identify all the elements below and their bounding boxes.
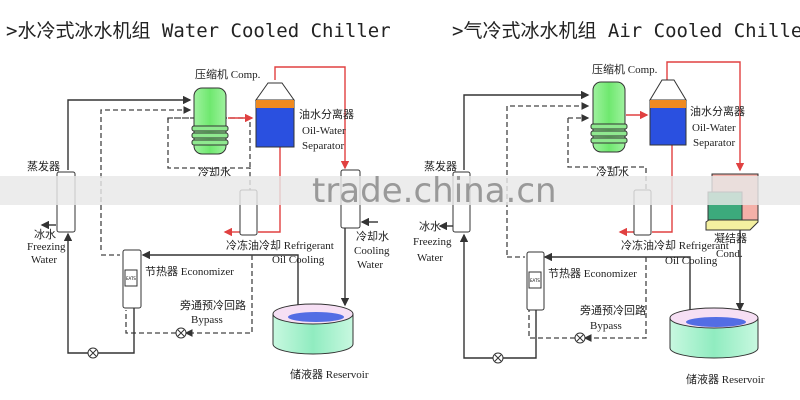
bypass-valve-air	[574, 332, 586, 344]
separator-label-en2-air: Separator	[693, 137, 735, 149]
watermark: trade.china.cn	[312, 171, 557, 211]
separator-label-cn: 油水分离器	[299, 107, 354, 121]
evaporator-label: 蒸发器	[27, 159, 60, 173]
cooling-water-top-label: 冷却水	[198, 166, 231, 179]
condenser-label-en: Cond.	[716, 248, 743, 260]
bypass-label-cn-air: 旁通预冷回路	[580, 303, 646, 317]
oil-cooling-label-1: 冷冻油冷却 Refrigerant	[226, 238, 334, 252]
expansion-line	[68, 234, 135, 354]
oil-return-line-air	[620, 145, 673, 232]
cooling-label-en2: Water	[357, 259, 383, 271]
evaporator-label-air: 蒸发器	[424, 159, 457, 173]
watermark-band	[0, 176, 800, 205]
air-cooled-panel: 压缩机 Comp. 油水分离器 Oil-Water Separator 蒸发器 …	[413, 61, 765, 386]
liquid-line	[141, 250, 299, 305]
compressor	[191, 87, 229, 155]
bypass-label-en: Bypass	[191, 314, 223, 326]
liquid-line-air	[543, 252, 691, 312]
reservoir-air	[669, 307, 759, 359]
condenser-label-cn: 凝结器	[714, 231, 747, 245]
separator-label-en1-air: Oil-Water	[692, 122, 736, 134]
economizer-vapor-line	[100, 106, 192, 250]
compressor-air	[590, 81, 628, 153]
economizer-badge-air: EATS	[530, 278, 540, 283]
expansion-line-air	[464, 235, 537, 359]
compressor-label: 压缩机 Comp.	[195, 67, 261, 81]
economizer-vapor-line-air	[506, 102, 590, 255]
separator-label-en1: Oil-Water	[302, 125, 346, 137]
reservoir-label: 储液器 Reservoir	[290, 367, 369, 381]
freezing-label-en1: Freezing	[27, 241, 66, 253]
bypass-label-en-air: Bypass	[590, 320, 622, 332]
freezing-label-en2: Water	[31, 254, 57, 266]
bypass-label-cn: 旁通预冷回路	[180, 298, 246, 312]
freezing-label-cn-air: 冰水	[419, 220, 441, 233]
air-cooled-title: >气冷式冰水机组 Air Cooled Chiller	[452, 20, 800, 42]
economizer-badge: EATS	[126, 276, 136, 281]
economizer-air: EATS	[526, 251, 545, 311]
freezing-label-en2-air: Water	[417, 252, 443, 264]
bypass-line-air	[583, 257, 647, 342]
suction-line	[67, 95, 192, 170]
economizer-label: 节热器 Economizer	[145, 265, 234, 278]
freezing-label-en1-air: Freezing	[413, 236, 452, 248]
hot-gas-line-air	[666, 61, 745, 172]
oil-water-separator-air	[649, 79, 687, 146]
oil-cooling-label-2-air: Oil Cooling	[665, 255, 718, 267]
expansion-valve-air	[492, 352, 504, 364]
cooling-label-en1: Cooling	[354, 245, 390, 257]
economizer-label-air: 节热器 Economizer	[548, 267, 637, 280]
oil-water-separator	[255, 82, 295, 148]
water-cooled-title: >水冷式冰水机组 Water Cooled Chiller	[6, 20, 391, 42]
bypass-line	[184, 255, 253, 337]
expansion-valve	[87, 347, 99, 359]
oil-return-line	[258, 147, 281, 233]
compressor-label-air: 压缩机 Comp.	[592, 62, 658, 76]
water-cooled-panel: 压缩机 Comp. 油水分离器 Oil-Water Separator 蒸发器 …	[27, 66, 390, 381]
reservoir	[272, 303, 354, 355]
freezing-label-cn: 冰水	[34, 228, 56, 241]
hot-gas-line	[274, 66, 350, 170]
reservoir-label-air: 储液器 Reservoir	[686, 372, 765, 386]
suction-line-air	[463, 90, 590, 170]
cooling-water-loop-2	[167, 118, 251, 190]
cooling-water-top-label-air: 冷却水	[596, 166, 629, 179]
oil-cooling-label-2: Oil Cooling	[272, 254, 325, 266]
bypass-valve	[175, 327, 187, 339]
cooling-label-cn: 冷却水	[356, 230, 389, 243]
bypass-return	[125, 310, 176, 334]
separator-label-en2: Separator	[302, 140, 344, 152]
oil-cooling-label-1-air: 冷冻油冷却 Refrigerant	[621, 238, 729, 252]
separator-label-cn-air: 油水分离器	[690, 104, 745, 118]
bypass-return-air	[528, 310, 575, 339]
economizer: EATS	[122, 249, 142, 309]
